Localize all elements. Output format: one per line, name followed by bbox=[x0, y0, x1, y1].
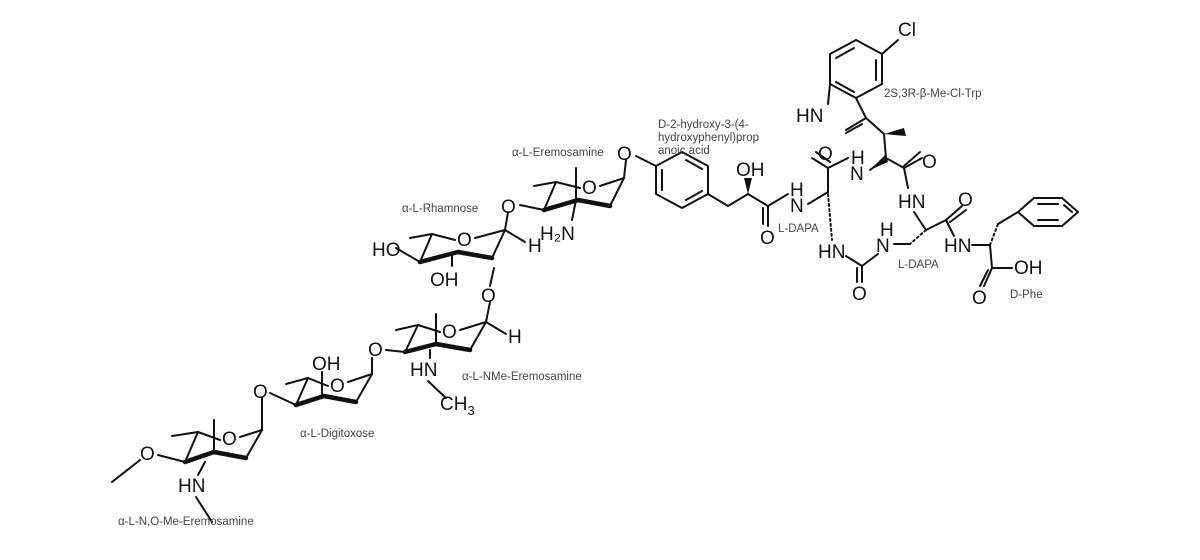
atom-o: O bbox=[972, 288, 987, 309]
atom-nh: N bbox=[850, 164, 864, 185]
chloro-indole: Cl HN 2S,3R-β-Me-Cl-Trp bbox=[796, 20, 982, 134]
atom-hn: HN bbox=[410, 360, 437, 381]
atom-glyco-o-4: O bbox=[501, 197, 516, 218]
label-digitoxose: α-L-Digitoxose bbox=[300, 428, 374, 440]
atom-hn: HN bbox=[796, 106, 823, 127]
label-hpla-3: anoic acid bbox=[658, 145, 710, 157]
atom-ring-o: O bbox=[222, 429, 237, 450]
atom-glyco-o-2: O bbox=[368, 340, 383, 361]
atom-ring-o: O bbox=[582, 178, 597, 199]
sugar-eremosamine: O H₂N α-L-Eremosamine bbox=[512, 147, 627, 245]
atom-h: H bbox=[528, 236, 542, 257]
atom-oh: OH bbox=[736, 160, 765, 181]
atom-ring-o: O bbox=[457, 230, 472, 251]
atom-ho: HO bbox=[372, 240, 401, 261]
label-eremosamine: α-L-Eremosamine bbox=[512, 147, 604, 159]
atom-n: N bbox=[790, 196, 804, 217]
sugar-nme-eremosamine: O H HN CH3 α-L-NMe-Eremosamine bbox=[395, 313, 582, 418]
atom-h: H bbox=[508, 327, 522, 348]
label-dapa-2: L-DAPA bbox=[898, 259, 939, 271]
hpla-residue: OH O H N D-2-hydroxy-3-(4- hydroxyphenyl… bbox=[655, 119, 804, 249]
label-rhamnose: α-L-Rhamnose bbox=[402, 203, 478, 215]
atom-nh: H bbox=[790, 180, 804, 201]
atom-hn: HN bbox=[178, 476, 205, 497]
label-dapa-1: L-DAPA bbox=[778, 223, 819, 235]
atom-aryl-o: O bbox=[617, 144, 632, 165]
atom-oh: OH bbox=[1014, 258, 1043, 279]
label-n-o-me-eremosamine: α-L-N,O-Me-Eremosamine bbox=[118, 516, 254, 528]
atom-ring-o: O bbox=[330, 376, 345, 397]
atom-ring-o: O bbox=[442, 322, 457, 343]
label-nme-eremosamine: α-L-NMe-Eremosamine bbox=[462, 371, 582, 383]
peptide-core: O N H L-DAPA HN O N H O HN O bbox=[778, 117, 1079, 309]
atom-oh: OH bbox=[430, 270, 459, 291]
sugar-rhamnose: HO O OH H α-L-Rhamnose bbox=[372, 203, 542, 291]
atom-h: H bbox=[851, 148, 865, 169]
atom-hn: HN bbox=[944, 236, 971, 257]
sugar-n-o-me-eremosamine: O O HN α-L-N,O-Me-Eremosamine bbox=[111, 411, 263, 528]
sugar-digitoxose: O OH α-L-Digitoxose bbox=[269, 354, 374, 440]
label-trp: 2S,3R-β-Me-Cl-Trp bbox=[884, 88, 982, 100]
atom-glyco-o-3: O bbox=[481, 286, 496, 307]
atom-n: N bbox=[876, 236, 890, 257]
atom-h2n: H₂N bbox=[540, 224, 575, 245]
atom-hn: HN bbox=[818, 242, 845, 263]
atom-ch3: CH3 bbox=[440, 394, 475, 418]
atom-glyco-o-1: O bbox=[253, 382, 268, 403]
atom-oh: OH bbox=[312, 354, 341, 375]
atom-cl: Cl bbox=[898, 20, 916, 41]
atom-o: O bbox=[140, 444, 155, 465]
atom-o: O bbox=[958, 190, 973, 211]
label-hpla-1: D-2-hydroxy-3-(4- bbox=[658, 119, 749, 131]
atom-o: O bbox=[818, 144, 833, 165]
label-phe: D-Phe bbox=[1010, 289, 1043, 301]
atom-hn: HN bbox=[898, 192, 925, 213]
atom-o: O bbox=[852, 284, 867, 305]
atom-o: O bbox=[922, 152, 937, 173]
atom-h: H bbox=[880, 220, 894, 241]
atom-o: O bbox=[760, 228, 775, 249]
label-hpla-2: hydroxyphenyl)prop bbox=[658, 132, 759, 144]
